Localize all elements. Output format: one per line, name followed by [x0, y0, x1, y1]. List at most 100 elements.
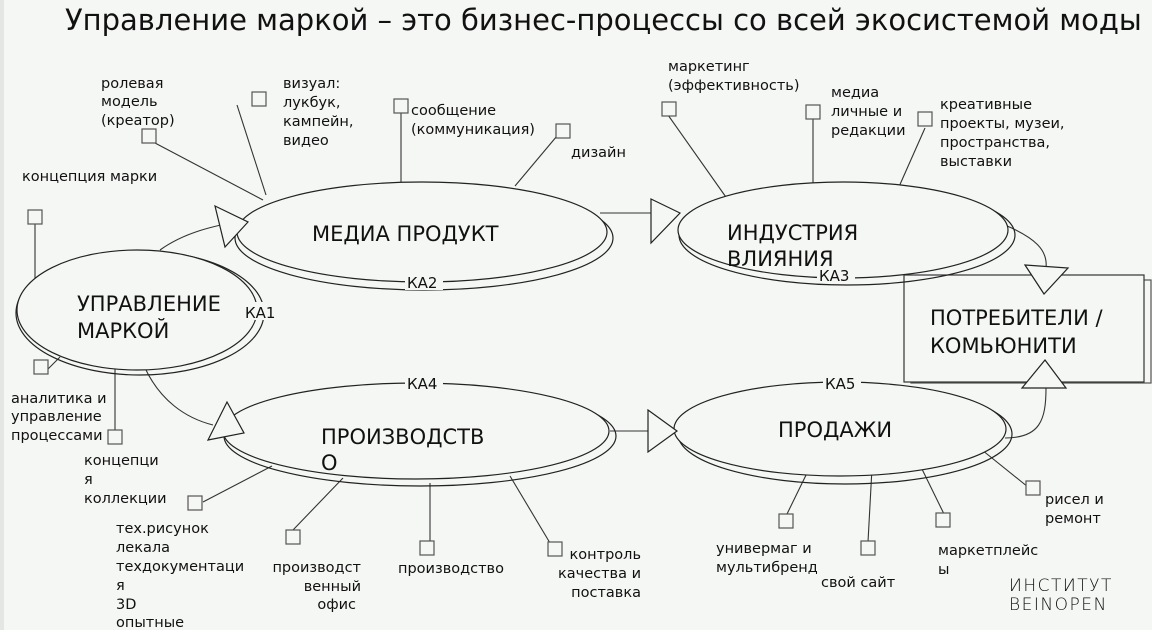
item-box-analytics-2[interactable]	[107, 429, 123, 445]
line-quality-control	[509, 475, 551, 544]
item-box-production-office[interactable]	[285, 529, 301, 545]
label-analytics-line2: управление	[11, 409, 102, 425]
item-box-analytics[interactable]	[33, 359, 49, 375]
label-tech-drawing-line2: лекала	[116, 540, 170, 556]
label-role-model-line1: ролевая	[101, 76, 163, 92]
line-analytics	[47, 356, 61, 370]
logo-line2: BEINOPEN	[1009, 595, 1108, 615]
label-production-office-line2: венный	[304, 579, 361, 595]
label-marketplaces: маркетплейс ы	[938, 543, 1038, 578]
logo-line1: ИНСТИТУТ	[1009, 576, 1113, 596]
label-tech-drawing-line6: опытные	[116, 615, 184, 630]
label-media-line3: редакции	[831, 123, 906, 139]
item-box-creative[interactable]	[917, 111, 933, 127]
label-collection-concept-line2: я	[84, 472, 93, 488]
node-sales[interactable]: ПРОДАЖИ КА5	[673, 375, 1013, 485]
production-label-line2: О	[321, 451, 338, 475]
label-role-model-line3: (креатор)	[101, 113, 175, 129]
label-visual-line2: лукбук,	[283, 95, 341, 111]
label-analytics-line1: аналитика и	[11, 391, 107, 407]
label-resale: рисел и ремонт	[1045, 492, 1104, 527]
node-influence-industry[interactable]: ИНДУСТРИЯ ВЛИЯНИЯ КА3	[677, 181, 1016, 286]
item-box-quality-control[interactable]	[547, 541, 563, 557]
item-box-manufacturing[interactable]	[419, 540, 435, 556]
line-collection-concept	[202, 465, 273, 503]
industry-label-line2: ВЛИЯНИЯ	[727, 247, 834, 271]
consumers-box	[903, 274, 1145, 383]
line-marketing	[667, 114, 729, 201]
ka2-label: КА2	[407, 274, 437, 292]
line-own-site	[867, 467, 873, 543]
label-role-model: ролевая модель (креатор)	[101, 76, 175, 129]
label-message-line1: сообщение	[411, 103, 496, 119]
label-marketing: маркетинг (эффективность)	[668, 59, 799, 94]
label-own-site: свой сайт	[821, 575, 896, 591]
production-label-line1: ПРОИЗВОДСТВ	[321, 425, 484, 449]
item-box-visual[interactable]	[251, 91, 267, 107]
item-box-message[interactable]	[393, 98, 409, 114]
label-resale-line2: ремонт	[1045, 511, 1101, 527]
industry-label-line1: ИНДУСТРИЯ	[727, 221, 858, 245]
arrowhead-to-consumers-bottom	[1020, 359, 1068, 389]
label-collection-concept: концепци я коллекции	[84, 453, 167, 507]
node-media-product[interactable]: МЕДИА ПРОДУКТ КА2	[234, 181, 614, 292]
label-creative-line1: креативные	[940, 97, 1032, 113]
item-box-media[interactable]	[805, 104, 821, 120]
ka1-label: КА1	[245, 304, 275, 322]
label-production-office: производст венный офис	[272, 560, 361, 613]
consumers-label-line2: КОМЬЮНИТИ	[930, 334, 1077, 358]
label-media: медиа личные и редакции	[831, 85, 906, 139]
node-brand-management[interactable]: УПРАВЛЕНИЕ МАРКОЙ КА1	[15, 249, 281, 376]
label-creative-line4: выставки	[940, 154, 1012, 170]
arrowhead-to-sales	[647, 408, 679, 454]
label-department-store-line2: мультибренд	[716, 560, 818, 576]
label-brand-concept: концепция марки	[22, 169, 157, 185]
label-production-office-line1: производст	[272, 560, 361, 576]
ka3-label: КА3	[819, 267, 849, 285]
item-box-resale[interactable]	[1025, 480, 1041, 496]
label-creative: креативные проекты, музеи, пространства,…	[940, 97, 1065, 170]
label-analytics-line3: процессами	[11, 428, 103, 444]
label-marketing-line2: (эффективность)	[668, 78, 799, 94]
item-box-own-site[interactable]	[860, 540, 876, 556]
item-box-role-model[interactable]	[141, 128, 157, 144]
label-role-model-line2: модель	[101, 94, 158, 110]
label-quality-control-line1: контроль	[570, 547, 641, 563]
arrowhead-to-media	[214, 204, 249, 249]
label-visual-line1: визуал:	[283, 76, 340, 92]
label-message-line2: (коммуникация)	[411, 122, 535, 138]
node-production[interactable]: ПРОИЗВОДСТВ О КА4	[222, 375, 617, 487]
ka1-bg	[243, 302, 281, 320]
arrowhead-to-industry	[650, 198, 682, 245]
ka3-bg	[817, 267, 855, 283]
brand-label-line1: УПРАВЛЕНИЕ	[77, 292, 221, 316]
ka5-bg	[823, 375, 861, 391]
label-production-office-line3: офис	[317, 597, 356, 613]
label-quality-control-line3: поставка	[571, 585, 641, 601]
line-department-store	[786, 470, 809, 515]
label-visual-line3: кампейн,	[283, 114, 354, 130]
label-quality-control: контроль качества и поставка	[558, 547, 641, 601]
item-box-department-store[interactable]	[778, 513, 794, 529]
label-creative-line3: пространства,	[940, 135, 1050, 151]
ka2-bg	[405, 274, 443, 290]
line-role-model	[154, 142, 264, 201]
label-resale-line1: рисел и	[1045, 492, 1104, 508]
label-tech-drawing-line4: я	[116, 578, 125, 594]
item-box-brand-concept[interactable]	[27, 209, 43, 225]
logo-beinopen: ИНСТИТУТ BEINOPEN	[1009, 576, 1113, 615]
ka4-bg	[405, 375, 443, 391]
label-manufacturing: производство	[398, 561, 504, 577]
item-box-marketplaces[interactable]	[935, 512, 951, 528]
brand-label-line2: МАРКОЙ	[77, 318, 169, 343]
item-box-design[interactable]	[555, 123, 571, 139]
connector-industry-to-consumers	[1004, 224, 1047, 269]
media-label: МЕДИА ПРОДУКТ	[312, 222, 499, 246]
label-visual: визуал: лукбук, кампейн, видео	[283, 76, 354, 149]
item-box-collection-concept[interactable]	[187, 495, 203, 511]
label-marketing-line1: маркетинг	[668, 59, 750, 75]
arrowhead-to-consumers-top	[1023, 264, 1070, 295]
item-box-marketing[interactable]	[661, 101, 677, 117]
node-consumers[interactable]: ПОТРЕБИТЕЛИ / КОМЬЮНИТИ	[903, 274, 1152, 384]
